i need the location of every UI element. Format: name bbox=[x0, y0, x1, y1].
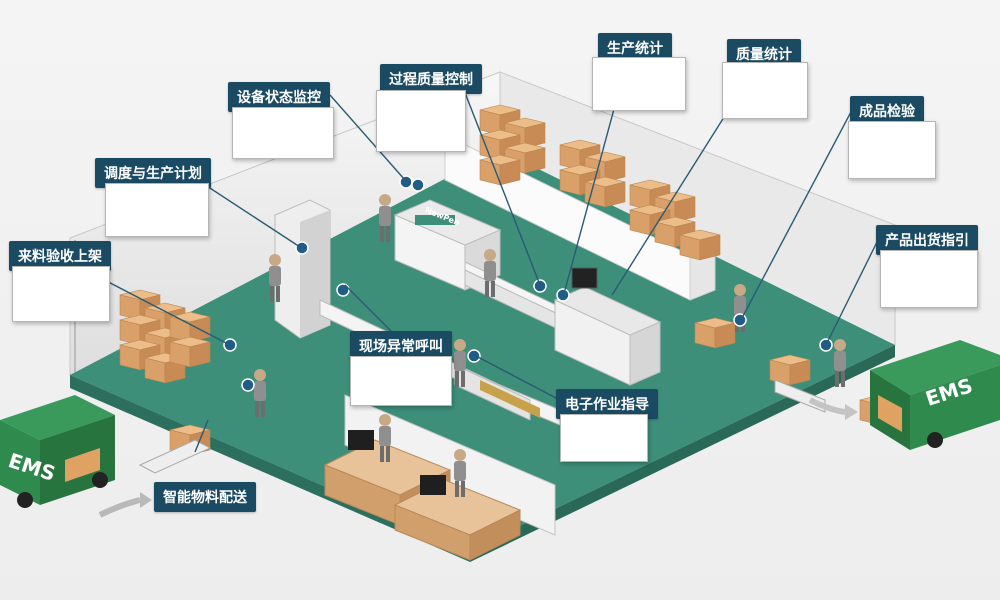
cargo-boxes bbox=[119, 104, 901, 456]
inbound-flow-arrow bbox=[98, 497, 141, 518]
thumb-process-quality bbox=[376, 90, 466, 152]
cargo-box-4 bbox=[479, 154, 521, 186]
cargo-box-19 bbox=[144, 352, 186, 384]
location-marker-9 bbox=[411, 178, 425, 192]
partition-wall-front bbox=[344, 394, 556, 536]
worker-1 bbox=[269, 254, 281, 302]
thumb-e-sop bbox=[560, 414, 648, 462]
label-smart-delivery: 智能物料配送 bbox=[154, 482, 256, 512]
thumb-material-receiving bbox=[12, 266, 110, 322]
cargo-box-8 bbox=[584, 176, 626, 208]
location-marker-2 bbox=[533, 279, 547, 293]
cargo-box-20 bbox=[169, 311, 211, 343]
thumb-scheduling-plan bbox=[105, 183, 209, 237]
thumb-shipping-guide bbox=[880, 250, 978, 308]
worker-3 bbox=[254, 369, 266, 417]
location-marker-5 bbox=[733, 313, 747, 327]
worker-0 bbox=[379, 194, 391, 242]
tower-cabinet bbox=[274, 199, 331, 339]
outbound-truck bbox=[870, 340, 1000, 450]
cargo-box-23 bbox=[769, 354, 811, 386]
worker-8 bbox=[454, 449, 466, 497]
thumb-quality-stats bbox=[722, 62, 808, 119]
worker-5 bbox=[834, 339, 846, 387]
outbound-flow-arrow bbox=[808, 397, 846, 415]
location-marker-7 bbox=[241, 378, 255, 392]
leader-line-8 bbox=[344, 284, 401, 341]
inbound-truck bbox=[0, 395, 115, 508]
leader-line-10 bbox=[194, 419, 209, 453]
delivery-cart bbox=[138, 439, 212, 474]
worker-7 bbox=[379, 414, 391, 462]
location-marker-0 bbox=[399, 175, 413, 189]
location-marker-1 bbox=[295, 241, 309, 255]
location-marker-8 bbox=[467, 349, 481, 363]
location-marker-3 bbox=[556, 288, 570, 302]
workers bbox=[254, 194, 846, 497]
thumb-equipment-monitor bbox=[232, 107, 334, 159]
leader-line-4 bbox=[741, 109, 853, 319]
leader-line-1 bbox=[459, 79, 541, 286]
worker-2 bbox=[484, 249, 496, 297]
label-process-quality: 过程质量控制 bbox=[380, 64, 482, 94]
workstation-desk-2 bbox=[393, 475, 522, 561]
cargo-box-13 bbox=[679, 229, 721, 261]
smt-machine-2 bbox=[553, 267, 662, 386]
leader-line-0 bbox=[329, 94, 406, 181]
thumb-andon-call bbox=[350, 356, 452, 406]
smt-machine-1 bbox=[393, 199, 502, 291]
location-markers bbox=[223, 175, 833, 392]
leader-line-9 bbox=[475, 355, 557, 399]
thumb-finished-inspection bbox=[848, 121, 936, 179]
thumb-production-stats bbox=[592, 57, 686, 111]
cargo-box-21 bbox=[169, 336, 211, 368]
cargo-box-22 bbox=[694, 317, 736, 349]
location-marker-4 bbox=[336, 283, 350, 297]
leader-line-7 bbox=[825, 239, 879, 346]
worker-6 bbox=[454, 339, 466, 387]
floor-front-edge bbox=[70, 375, 470, 562]
